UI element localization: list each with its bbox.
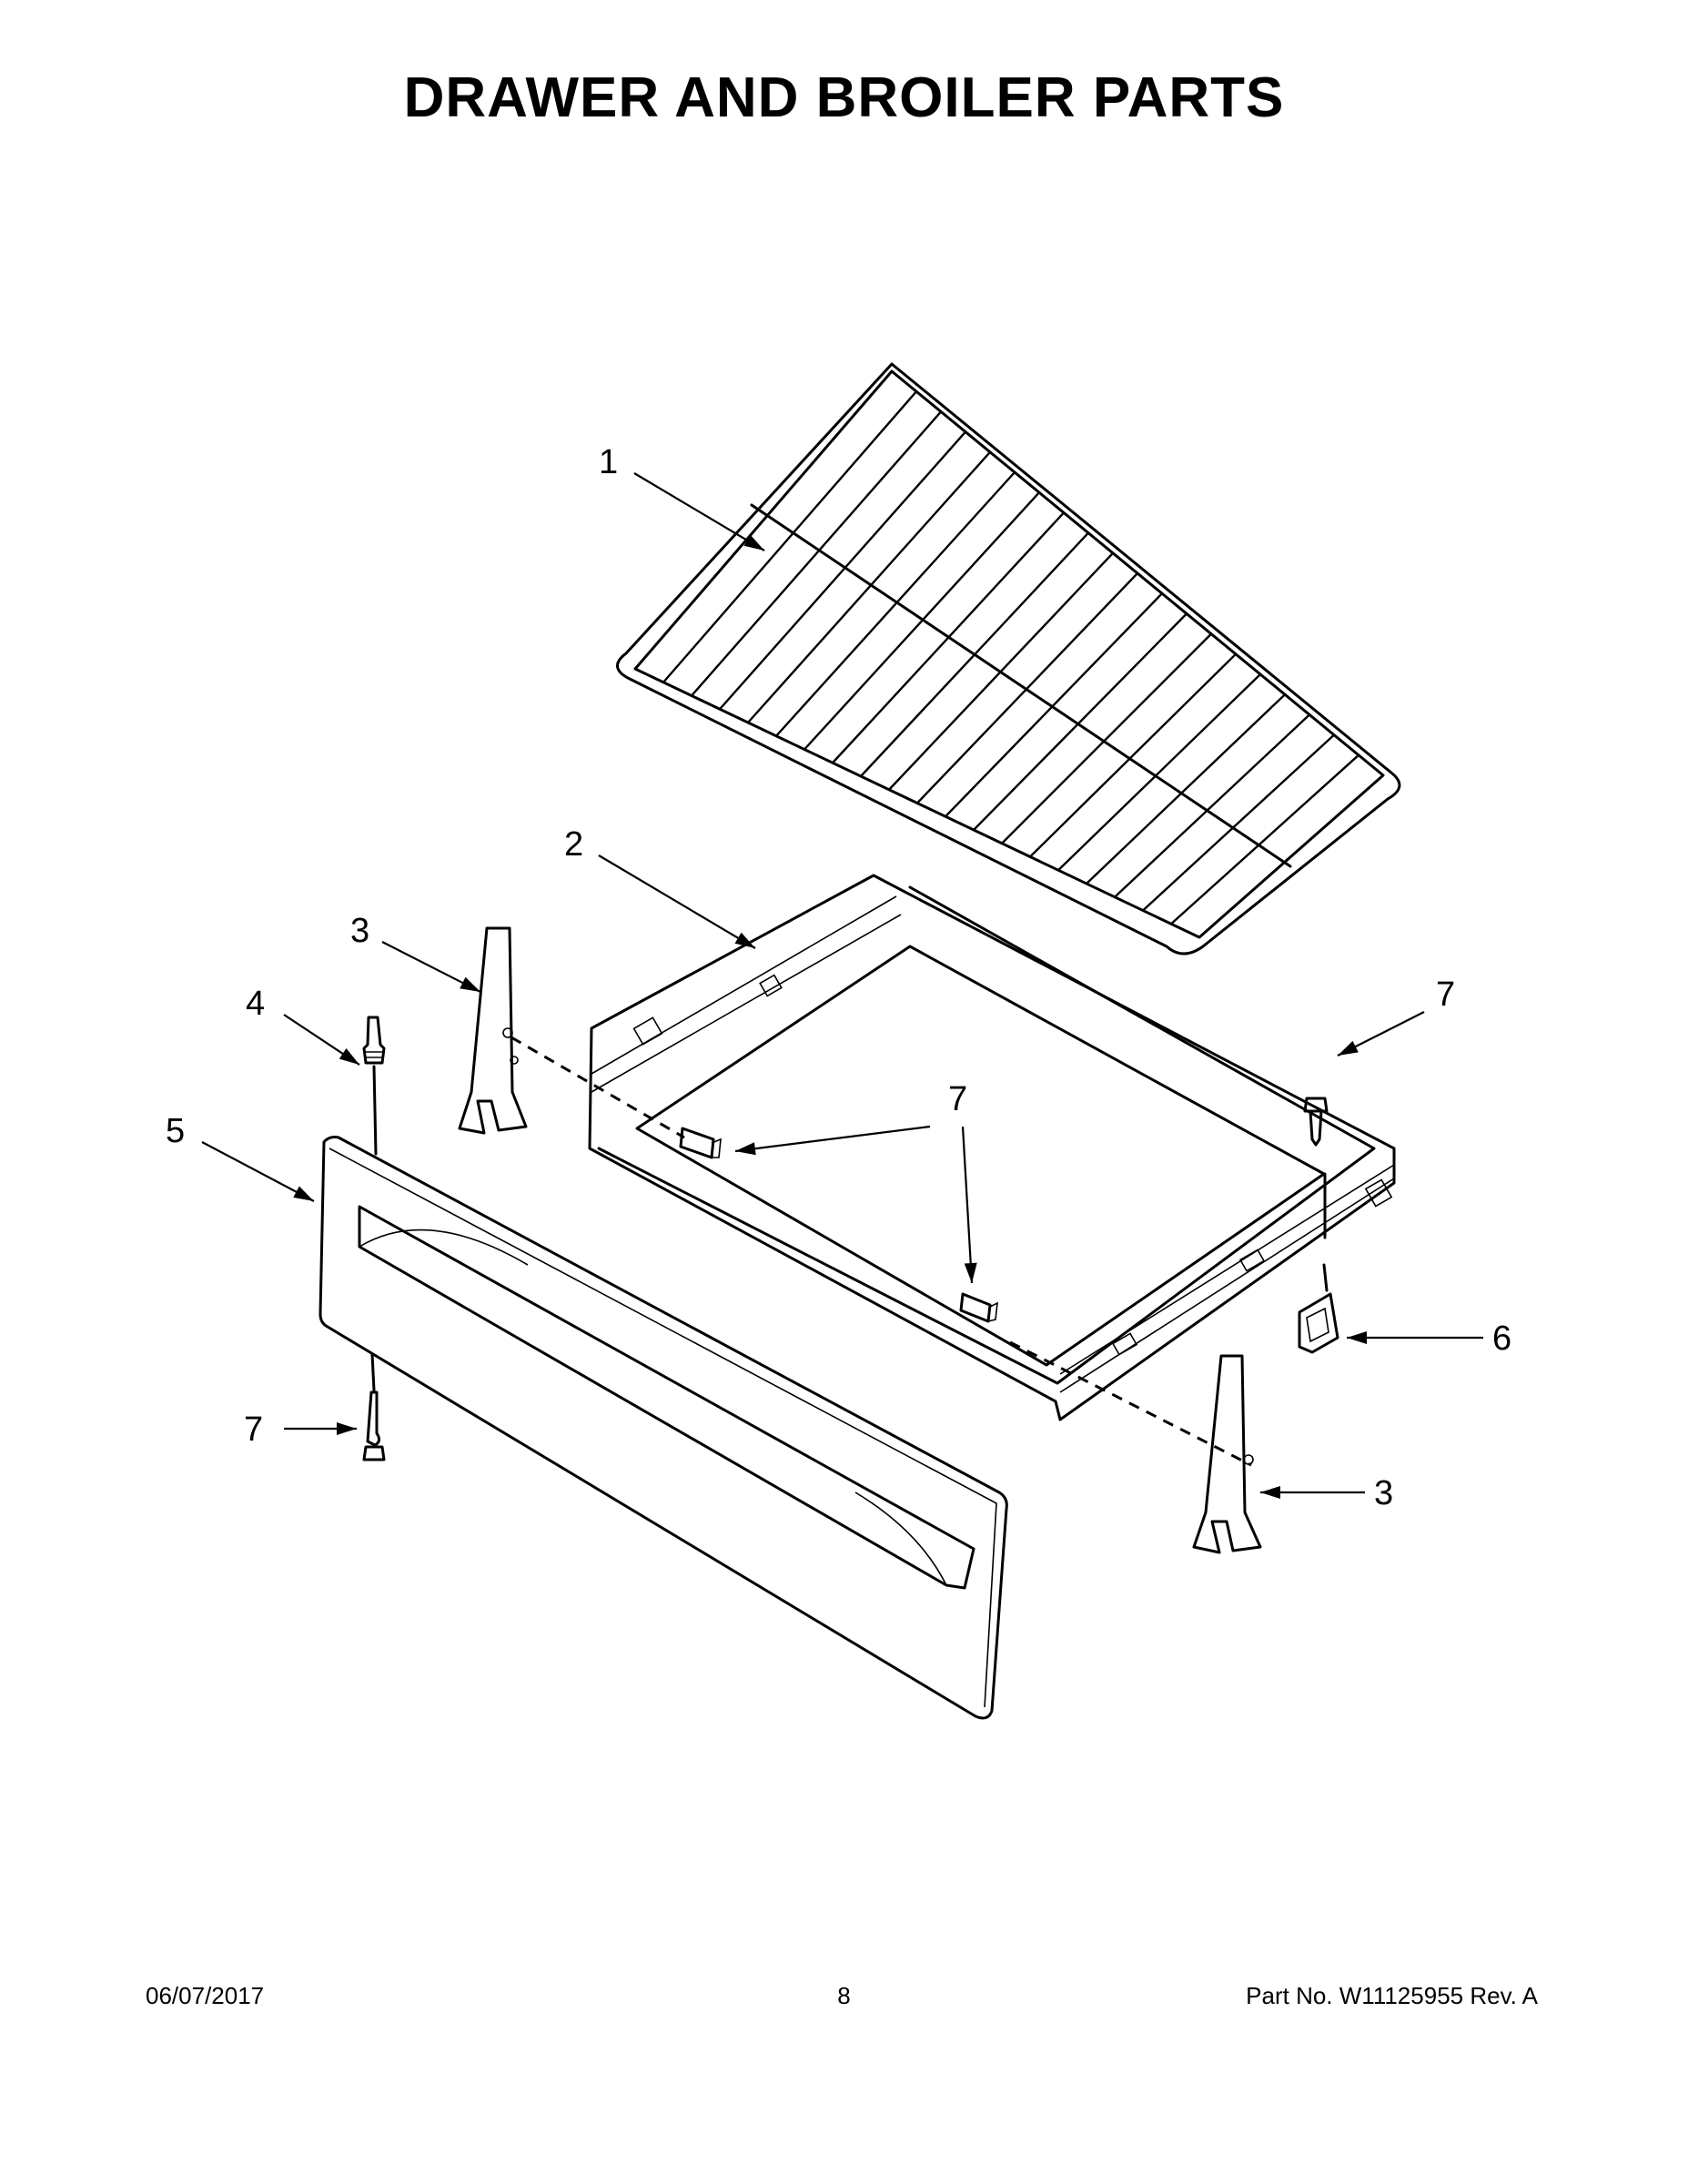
arrowhead xyxy=(734,932,755,948)
leader-2 xyxy=(598,854,756,949)
arrowhead xyxy=(735,1142,756,1156)
screw-drawer-lower xyxy=(959,1292,998,1323)
callout-6: 6 xyxy=(1492,1320,1511,1358)
footer-date: 06/07/2017 xyxy=(146,1982,265,2009)
callout-7-lower-left: 7 xyxy=(244,1410,263,1449)
rack-bar xyxy=(747,450,991,723)
arrowhead xyxy=(460,976,480,992)
rack-bar xyxy=(1086,693,1286,885)
callout-1: 1 xyxy=(599,443,618,481)
drawer-slide-left xyxy=(458,926,528,1135)
callout-2: 2 xyxy=(564,825,583,864)
rack-bar xyxy=(691,410,942,697)
callout-7-upper-right: 7 xyxy=(1436,976,1455,1014)
leader-7-center-lower xyxy=(961,1126,974,1284)
footer-page-number: 8 xyxy=(837,1982,851,2009)
arrowhead xyxy=(293,1186,314,1201)
rack-bar xyxy=(775,471,1016,737)
arrowhead xyxy=(1338,1040,1359,1056)
rack-bar xyxy=(1170,753,1359,925)
arrowhead xyxy=(337,1422,357,1435)
rack-bar xyxy=(1029,652,1237,858)
callout-3-right: 3 xyxy=(1374,1474,1393,1512)
callout-4: 4 xyxy=(246,985,265,1023)
drawer-clip xyxy=(1298,1263,1339,1354)
screw-drawer-center xyxy=(679,1127,722,1159)
callout-3-left: 3 xyxy=(350,912,369,950)
rack-bar xyxy=(1001,632,1212,844)
screw-panel-bottom xyxy=(362,1352,386,1461)
footer-part-number: Part No. W11125955 Rev. A xyxy=(1246,1982,1538,2009)
rack-bar xyxy=(804,491,1040,751)
drawer-body xyxy=(588,874,1396,1421)
rack-bar xyxy=(1114,713,1310,898)
callout-5: 5 xyxy=(166,1112,185,1150)
drawer-slide-right xyxy=(1192,1354,1262,1554)
leader-7-center xyxy=(734,1125,931,1153)
slide-left-alignment-line xyxy=(510,1036,685,1139)
rack-bar xyxy=(945,592,1163,818)
leader-5 xyxy=(201,1141,315,1202)
drawer-front-panel xyxy=(318,1136,1008,1720)
slide-right-alignment-line xyxy=(1009,1340,1252,1467)
rack-bar xyxy=(1057,673,1261,872)
leader-lines xyxy=(201,472,1483,1499)
rack-bar xyxy=(1142,733,1335,912)
arrowhead xyxy=(1260,1486,1280,1499)
screw-upper-right xyxy=(1303,1097,1329,1239)
arrowhead xyxy=(743,534,764,551)
rack-bar xyxy=(916,572,1138,804)
rack-bar xyxy=(719,430,966,711)
broiler-rack xyxy=(616,362,1401,956)
leader-1 xyxy=(633,472,765,551)
stud xyxy=(362,1016,386,1156)
callout-7-center: 7 xyxy=(948,1080,967,1118)
arrowhead xyxy=(964,1262,977,1283)
rack-bar xyxy=(662,390,917,683)
arrowhead xyxy=(1347,1331,1367,1344)
arrowhead xyxy=(339,1048,359,1065)
page-title: DRAWER AND BROILER PARTS xyxy=(403,66,1285,129)
rack-bar xyxy=(973,612,1188,831)
